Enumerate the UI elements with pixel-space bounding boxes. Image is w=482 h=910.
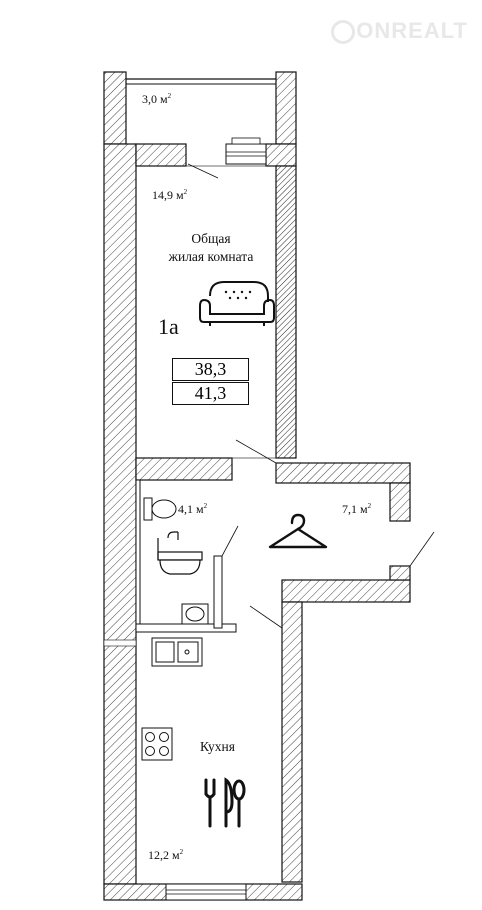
watermark: ONREALT — [356, 18, 468, 43]
living-area-sup: 2 — [183, 188, 188, 196]
bathroom-area-value: 4,1 м — [178, 502, 204, 516]
sink-icon — [181, 603, 209, 625]
toilet-icon — [143, 497, 177, 521]
sofa-icon — [199, 281, 275, 326]
kitchen-name: Кухня — [200, 739, 235, 754]
balcony-area: 3,0 м2 — [142, 92, 171, 107]
balcony-area-sup: 2 — [167, 92, 172, 100]
living-room-lines — [135, 165, 277, 464]
balcony-walls — [103, 71, 297, 145]
bathroom-area: 4,1 м2 — [178, 502, 207, 517]
living-area-value: 14,9 м — [152, 188, 184, 202]
living-window — [103, 639, 137, 647]
living-room-name: Общая жилая комната — [154, 230, 268, 266]
watermark-logo-icon — [331, 20, 355, 44]
kitchen-area: 12,2 м2 — [148, 848, 183, 863]
balcony-area-value: 3,0 м — [142, 92, 168, 106]
unit-number: 1а — [158, 314, 179, 339]
area-total-box: 41,3 — [172, 382, 249, 405]
hallway-area-sup: 2 — [367, 502, 372, 510]
bathroom-walls — [135, 479, 435, 633]
stove-icon — [141, 727, 173, 761]
hanger-icon — [268, 513, 328, 549]
hallway-area: 7,1 м2 — [342, 502, 371, 517]
living-area: 14,9 м2 — [152, 188, 187, 203]
balcony-window — [187, 137, 267, 179]
kitchen-area-sup: 2 — [179, 848, 184, 856]
hallway-area-value: 7,1 м — [342, 502, 368, 516]
fork-knife-spoon-icon — [204, 777, 246, 828]
kitchen-window — [165, 883, 247, 901]
living-room-name-line1: Общая — [191, 231, 231, 246]
kitchen-area-value: 12,2 м — [148, 848, 180, 862]
bathroom-area-sup: 2 — [203, 502, 208, 510]
bathtub-icon — [157, 531, 203, 575]
living-room-name-line2: жилая комната — [168, 249, 254, 264]
area-living-box: 38,3 — [172, 358, 249, 381]
kitchen-sink-icon — [151, 637, 203, 667]
